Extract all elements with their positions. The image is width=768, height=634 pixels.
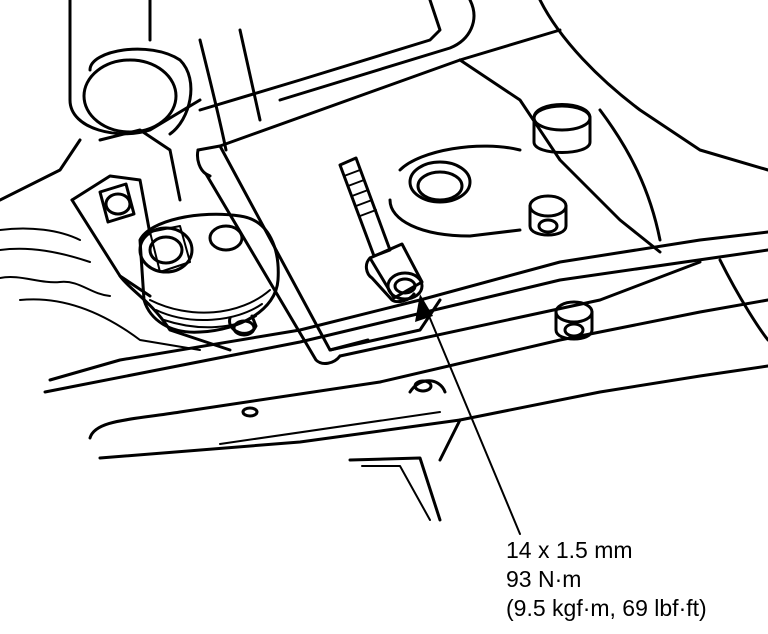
subframe-rail [43,230,768,460]
transmission-case [0,128,201,351]
collar-nut-upper [528,194,568,237]
collar-nut-lower [554,300,594,341]
leader-arrow [415,294,521,535]
mount-bracket-plate [196,28,702,365]
hose [68,0,262,152]
torque-alt-label: (9.5 kgf·m, 69 lbf·ft) [506,595,707,621]
engine-mount-body [138,212,280,337]
torque-nm-label: 93 N·m [506,566,582,592]
upper-frame [198,0,768,342]
lower-frame-shadow [348,418,462,522]
plug-cap [532,103,592,154]
torque-spec-callout: 14 x 1.5 mm 93 N·m (9.5 kgf·m, 69 lbf·ft… [506,536,707,623]
bolt-size-label: 14 x 1.5 mm [506,537,633,563]
mount-stud [338,156,392,258]
flange-nut [364,242,424,304]
side-bracket [70,174,232,352]
